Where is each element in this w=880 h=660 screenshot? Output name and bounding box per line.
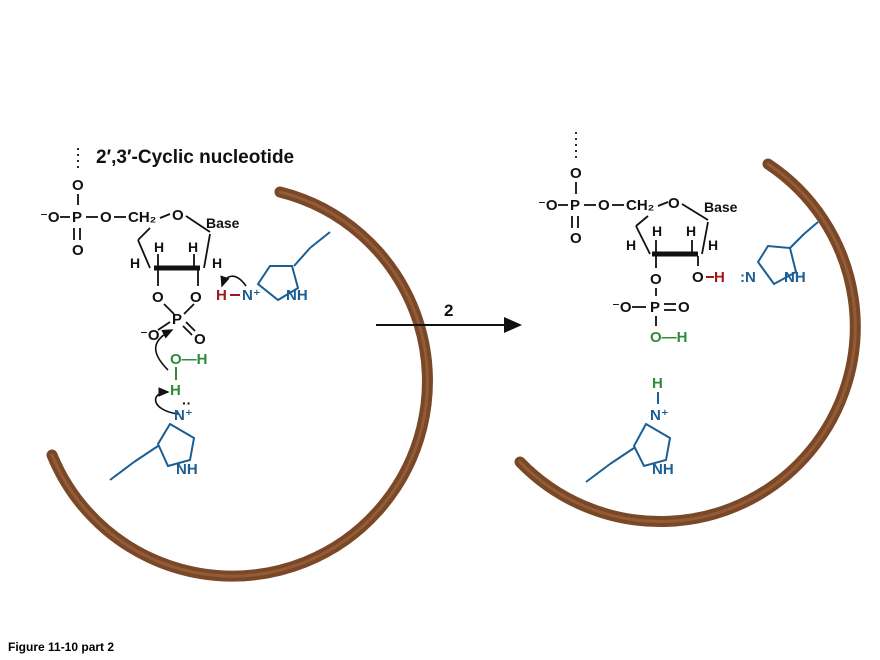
atom-o: O—H: [650, 329, 688, 346]
label-base: Base: [206, 215, 240, 231]
atom-o: O: [692, 269, 704, 286]
atom-p: P: [172, 311, 182, 328]
atom-n-plus: N⁺: [650, 407, 669, 424]
atom-o-minus: ⁻O: [612, 299, 632, 316]
step-number: 2: [444, 301, 453, 320]
atom-ch2: CH₂: [128, 209, 156, 226]
atom-o: O: [668, 195, 680, 212]
atom-p: P: [72, 209, 82, 226]
atom-o: O: [598, 197, 610, 214]
atom-o: O: [570, 230, 582, 247]
atom-h: H: [652, 223, 662, 239]
atom-nh: NH: [652, 461, 674, 478]
label-base: Base: [704, 199, 738, 215]
enzyme-pocket-left: [46, 186, 433, 582]
figure-caption: Figure 11-10 part 2: [8, 640, 115, 654]
atom-h: H: [188, 239, 198, 255]
atom-h: H: [714, 269, 725, 286]
atom-o: O: [190, 289, 202, 306]
atom-n-plus: N⁺: [174, 407, 193, 424]
atom-h: H: [170, 382, 181, 399]
enzyme-pocket-right: [514, 158, 861, 527]
lone-pair: ··: [182, 395, 191, 411]
atom-h: H: [154, 239, 164, 255]
atom-n-plus: N⁺: [242, 287, 261, 304]
atom-o: O: [152, 289, 164, 306]
atom-o: O: [570, 165, 582, 182]
atom-o-minus: ⁻O: [140, 327, 160, 344]
histidine-protonated-right: H N⁺ NH: [585, 375, 674, 483]
atom-h: H: [652, 375, 663, 392]
histidine-protonated-left: H N⁺ NH: [216, 231, 331, 304]
atom-nh: NH: [176, 461, 198, 478]
atom-nh: NH: [286, 287, 308, 304]
atom-h: H: [216, 287, 227, 304]
curved-arrow-proton: [220, 275, 247, 288]
atom-p: P: [650, 299, 660, 316]
atom-o: O: [650, 271, 662, 288]
atom-ch2: CH₂: [626, 197, 654, 214]
atom-o: O: [678, 299, 690, 316]
atom-o: O—H: [170, 351, 208, 368]
atom-o: O: [72, 242, 84, 259]
product-right: O ⁻O P O O CH₂ O Base H H H H O H O P: [538, 132, 738, 346]
atom-n-lone: :N: [740, 269, 756, 286]
atom-h: H: [626, 237, 636, 253]
curved-arrow-deprotonation: [154, 387, 179, 415]
substrate-title: 2′,3′-Cyclic nucleotide: [96, 147, 294, 168]
atom-p: P: [570, 197, 580, 214]
atom-h: H: [212, 255, 222, 271]
atom-o-minus: ⁻O: [40, 209, 60, 226]
substrate-left: O ⁻O P O O CH₂ O Base H H H H O O: [40, 148, 240, 348]
histidine-base-left: ·· N⁺ NH: [109, 395, 198, 481]
atom-o: O: [100, 209, 112, 226]
water-molecule: O—H H: [170, 351, 208, 399]
atom-h: H: [130, 255, 140, 271]
atom-o-minus: ⁻O: [538, 197, 558, 214]
curved-arrow-attack: [154, 329, 174, 371]
atom-o: O: [194, 331, 206, 348]
atom-h: H: [686, 223, 696, 239]
atom-o: O: [172, 207, 184, 224]
atom-h: H: [708, 237, 718, 253]
histidine-neutral-right: :N NH: [740, 221, 819, 286]
atom-nh: NH: [784, 269, 806, 286]
atom-o: O: [72, 177, 84, 194]
